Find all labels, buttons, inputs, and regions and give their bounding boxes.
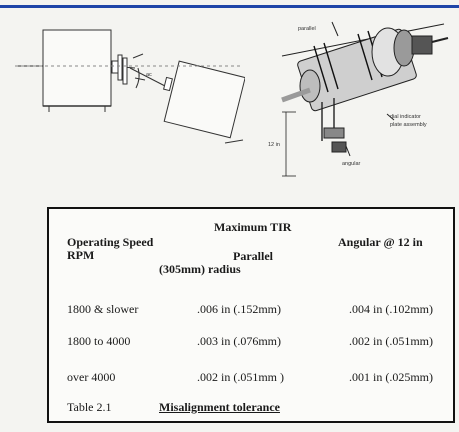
row1-speed: 1800 & slower: [67, 302, 139, 316]
row2-speed: 1800 to 4000: [67, 334, 131, 348]
caption-number: Table 2.1: [67, 400, 112, 414]
parallel-label: parallel: [298, 26, 316, 32]
row1-angular: .004 in (.102mm): [349, 302, 433, 316]
dial-assembly-label-2: plate assembly: [390, 122, 427, 128]
speed-header: Operating Speed: [67, 235, 154, 249]
angular-label: angular: [342, 161, 361, 167]
misalignment-diagram: ac: [15, 29, 245, 144]
caption-title: Misalignment tolerance: [159, 400, 280, 414]
dial-indicator-diagram: parallel 12 in dial indicator plate asse…: [268, 21, 449, 177]
rpm-header: RPM: [67, 248, 95, 262]
angular-header: Angular @ 12 in: [338, 235, 423, 249]
radius-note: (305mm) radius: [159, 262, 241, 276]
row3-parallel: .002 in (.051mm ): [197, 370, 284, 384]
row2-parallel: .003 in (.076mm): [197, 334, 281, 348]
dimension-label: 12 in: [268, 142, 280, 148]
parallel-header: Parallel: [233, 249, 273, 263]
top-blue-rule: [0, 5, 459, 8]
row2-angular: .002 in (.051mm): [349, 334, 433, 348]
angle-label: ac: [146, 72, 152, 78]
row3-angular: .001 in (.025mm): [349, 370, 433, 384]
max-tir-header: Maximum TIR: [214, 220, 292, 234]
row1-parallel: .006 in (.152mm): [197, 302, 281, 316]
tolerance-table: Maximum TIR Operating Speed RPM Parallel…: [47, 207, 455, 423]
row3-speed: over 4000: [67, 370, 116, 384]
dial-assembly-label-1: dial indicator: [390, 114, 421, 120]
